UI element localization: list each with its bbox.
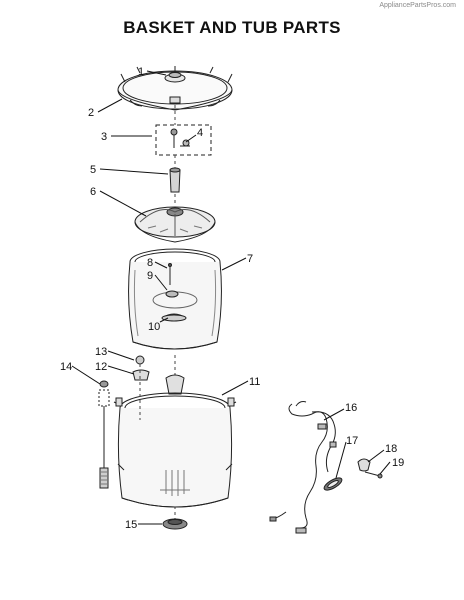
callout-5: 5 (90, 164, 96, 176)
callout-7: 7 (247, 253, 253, 265)
callout-8: 8 (147, 257, 153, 269)
part-10-drive-hub (161, 313, 187, 322)
callout-1: 1 (138, 66, 144, 78)
callout-labels: 1 2 3 4 5 6 7 8 9 10 13 12 14 11 15 16 1… (60, 66, 404, 531)
part-19-screw (364, 471, 383, 479)
part-18-clip (357, 458, 371, 472)
page-title: BASKET AND TUB PARTS (123, 18, 341, 37)
callout-10: 10 (148, 321, 160, 333)
part-5-coupler (169, 167, 181, 193)
callout-15: 15 (125, 519, 137, 531)
part-17-sensor (323, 477, 343, 491)
callout-11: 11 (249, 376, 260, 388)
callout-12: 12 (95, 361, 107, 373)
part-6-impeller (134, 206, 216, 243)
part-12-bracket (132, 369, 150, 381)
part-16-wire-harness (269, 401, 337, 534)
callout-4: 4 (197, 127, 203, 139)
leader-lines (71, 70, 391, 525)
callout-14: 14 (60, 361, 72, 373)
callout-3: 3 (101, 131, 107, 143)
callout-9: 9 (147, 270, 153, 282)
part-14-suspension-rod (98, 380, 110, 489)
part-15-pulley (162, 518, 188, 530)
callout-19: 19 (392, 457, 404, 469)
callout-13: 13 (95, 346, 107, 358)
callout-18: 18 (385, 443, 397, 455)
callout-16: 16 (345, 402, 357, 414)
callout-6: 6 (90, 186, 96, 198)
part-11-outer-tub (113, 374, 237, 508)
watermark: AppliancePartsPros.com (379, 2, 456, 9)
part-2-tub-ring (117, 66, 233, 111)
callout-17: 17 (346, 435, 358, 447)
part-7-basket (128, 248, 222, 350)
part-1-center-cap (164, 72, 186, 83)
part-13-grommet (135, 355, 145, 365)
part-9-hub (165, 290, 179, 298)
part-8-bolt (168, 263, 172, 285)
callout-2: 2 (88, 107, 94, 119)
